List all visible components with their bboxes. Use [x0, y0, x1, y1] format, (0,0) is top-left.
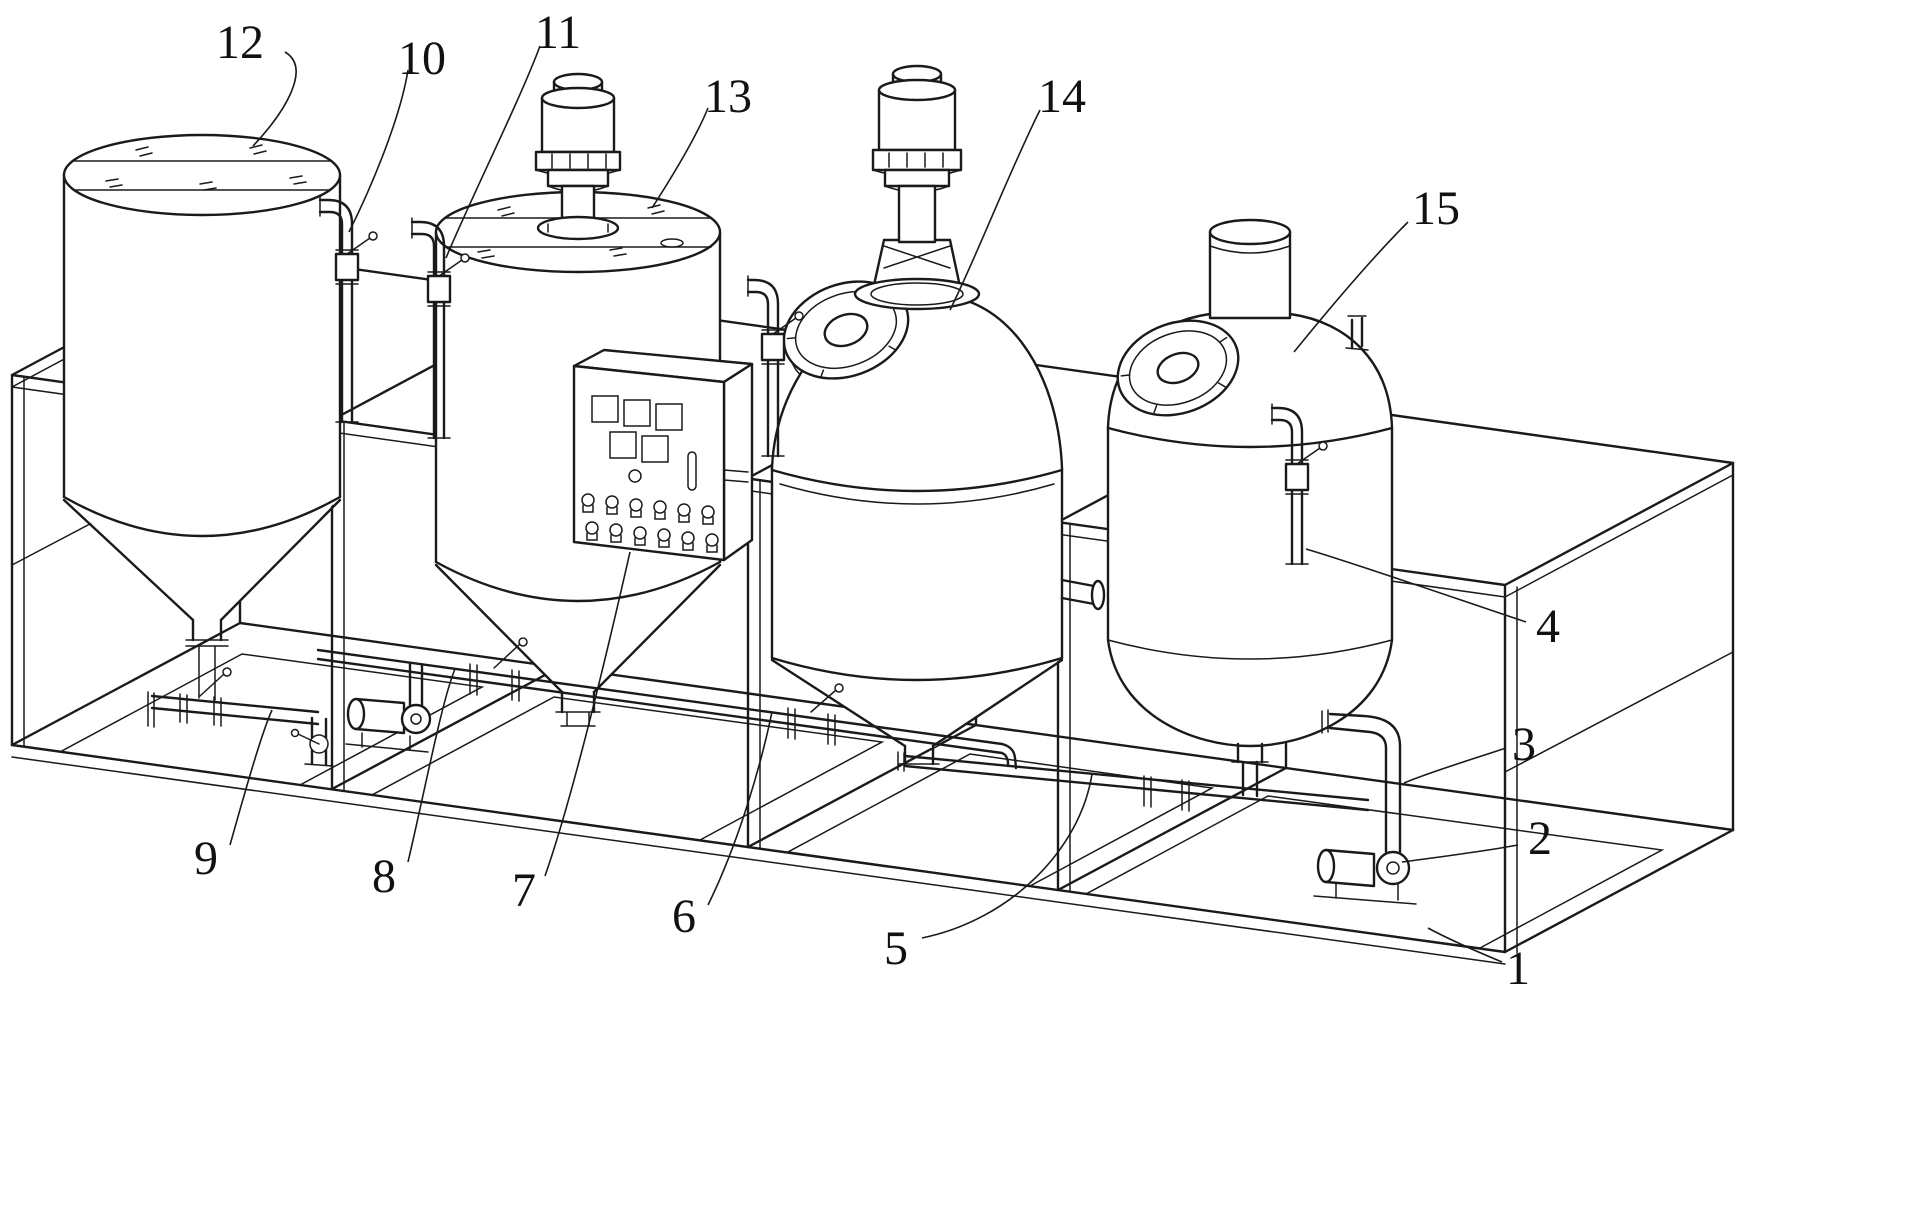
leader-lines [229, 45, 1527, 963]
ref-label-7: 7 [512, 864, 536, 917]
leader-3 [1403, 747, 1507, 784]
agitator-shaft [897, 184, 937, 244]
ref-label-11: 11 [535, 6, 581, 59]
ref-label-12: 12 [216, 16, 264, 69]
leader-2 [1401, 844, 1519, 863]
pump-volute [400, 703, 432, 735]
ref-label-10: 10 [398, 32, 446, 85]
tank-1-drain-piping [147, 645, 334, 767]
motor-body-top [877, 78, 957, 102]
bottom-pipe-flange-joint [1143, 775, 1190, 812]
tank-3-agitator-motor [871, 64, 963, 244]
ref-label-2: 2 [1528, 812, 1552, 865]
control-panel [572, 348, 754, 562]
bottom-transfer-pipe [897, 751, 1370, 812]
standpipe-valve-1 [318, 195, 378, 424]
valve-body [1284, 462, 1310, 492]
valve-body [426, 274, 452, 304]
panel-side [722, 362, 754, 562]
ref-label-4: 4 [1536, 600, 1560, 653]
valve-handle [460, 253, 470, 263]
ref-label-6: 6 [672, 890, 696, 943]
mid-transfer-pipe [316, 637, 1018, 770]
standpipe-valve-2 [410, 217, 470, 440]
panel-indicator [628, 469, 642, 483]
valve-handle [1318, 441, 1328, 451]
mount-flange [536, 215, 620, 241]
tank-3-side-valve [746, 275, 804, 458]
tank-4 [1106, 218, 1394, 798]
ref-label-9: 9 [194, 832, 218, 885]
ref-label-15: 15 [1412, 182, 1460, 235]
tank-1 [62, 133, 342, 647]
mid-pipe-valve-left [469, 637, 528, 702]
tank-3-motor-bracket [853, 238, 981, 311]
valve-handle [794, 311, 804, 321]
lid-nozzle [660, 238, 684, 248]
tank-2-agitator-motor [534, 72, 622, 241]
standpipe-valve-4 [1270, 403, 1328, 566]
drain-butterfly-valve [179, 667, 232, 727]
ref-label-3: 3 [1512, 718, 1536, 771]
tank-4-manhole [1116, 319, 1240, 417]
leader-7 [544, 551, 631, 877]
leader-10 [348, 69, 409, 233]
tank-3 [770, 238, 1106, 766]
valve-body [334, 252, 360, 282]
valve-handle [368, 231, 378, 241]
leader-13 [651, 107, 709, 209]
leader-14 [949, 109, 1041, 311]
floor-frames [57, 653, 1665, 949]
leader-5 [921, 773, 1093, 939]
leader-11 [445, 45, 541, 259]
motor-body-top [540, 86, 616, 110]
ref-labels: 12 10 11 13 14 15 4 3 2 1 5 6 7 8 9 [194, 6, 1560, 995]
ref-label-13: 13 [704, 70, 752, 123]
leader-8 [407, 668, 456, 863]
panel-bracket [723, 469, 749, 483]
tank-1-lid [62, 133, 342, 217]
valve-body [760, 332, 786, 362]
panel-displays [591, 395, 697, 491]
tank-4-neck [1208, 218, 1292, 320]
panel-buttons [581, 493, 719, 553]
panel-slot [687, 451, 697, 491]
ref-label-5: 5 [884, 922, 908, 975]
leader-4 [1305, 548, 1527, 623]
pump-volute [1375, 850, 1411, 886]
mid-pipe-valve-right [787, 683, 844, 746]
leader-6 [707, 711, 773, 906]
transfer-pump-left [345, 662, 432, 753]
riser-elbow [1321, 709, 1402, 854]
side-nozzle-flange [1090, 579, 1106, 611]
ref-label-1: 1 [1506, 942, 1530, 995]
leader-1 [1427, 927, 1503, 963]
leader-12 [252, 51, 297, 147]
transfer-pump-right [1313, 848, 1417, 905]
ref-label-14: 14 [1038, 70, 1086, 123]
ref-label-8: 8 [372, 850, 396, 903]
leader-9 [229, 709, 273, 846]
leader-15 [1293, 221, 1409, 353]
